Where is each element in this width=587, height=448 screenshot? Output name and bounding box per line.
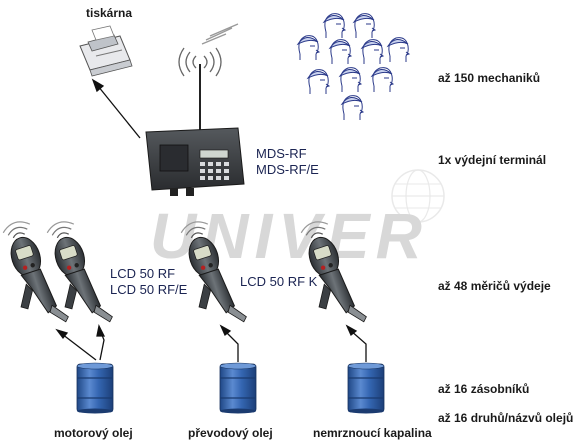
meter-model-1: LCD 50 RF xyxy=(110,266,176,281)
tank-label-1: motorový olej xyxy=(54,426,133,440)
meter-model-3: LCD 50 RF K xyxy=(240,274,318,289)
globe-watermark-icon xyxy=(391,169,445,223)
printer-icon xyxy=(79,25,133,77)
mechanics-group-icon xyxy=(297,13,410,121)
dispensing-terminal-icon xyxy=(145,127,245,196)
meters-count-label: až 48 měričů výdeje xyxy=(438,279,551,293)
oil-barrel-icon xyxy=(76,362,385,415)
tank-label-2: převodový olej xyxy=(188,426,273,440)
radio-waves-icon xyxy=(178,23,239,77)
terminal-count-label: 1x výdejní terminál xyxy=(438,153,547,167)
printer-label: tiskárna xyxy=(86,6,133,20)
arrows-tanks-to-meters xyxy=(55,324,367,362)
arrow-terminal-to-printer xyxy=(91,78,141,139)
tanks-count-label: až 16 zásobníků xyxy=(438,382,530,396)
products-count-label: až 16 druhů/názvů olejů xyxy=(438,411,574,425)
mechanics-count-label: až 150 mechaniků xyxy=(438,71,541,85)
tank-label-3: nemrznoucí kapalina xyxy=(313,426,432,440)
meter-model-2: LCD 50 RF/E xyxy=(110,282,188,297)
terminal-model-2: MDS-RF/E xyxy=(256,162,319,177)
terminal-model-1: MDS-RF xyxy=(256,146,307,161)
